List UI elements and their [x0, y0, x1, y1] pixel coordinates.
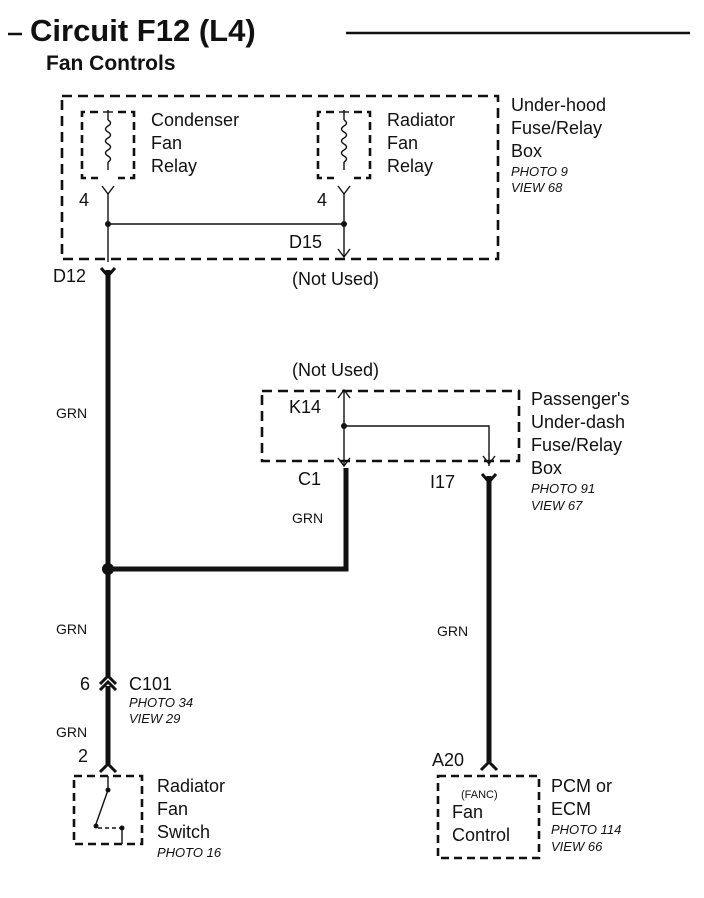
underhood-internal-wiring [105, 194, 351, 262]
wire-label-grn-2: GRN [292, 510, 323, 526]
condenser-relay-name-2: Fan [151, 133, 182, 153]
passenger-box-view: VIEW 67 [531, 498, 583, 513]
diagram-subtitle: Fan Controls [46, 52, 176, 75]
radiator-relay-name-3: Relay [387, 156, 433, 176]
fan-switch-name-2: Fan [157, 799, 188, 819]
condenser-relay-name-1: Condenser [151, 110, 239, 130]
radiator-relay-symbol [316, 110, 372, 180]
c101-photo: PHOTO 34 [129, 695, 193, 710]
condenser-relay-pin: 4 [79, 190, 89, 210]
terminal-d12: D12 [53, 266, 86, 286]
not-used-label-1: (Not Used) [292, 269, 379, 289]
c101-view: VIEW 29 [129, 711, 180, 726]
underhood-box-view: VIEW 68 [511, 180, 563, 195]
radiator-relay-name-2: Fan [387, 133, 418, 153]
pcm-inner-2: Control [452, 825, 510, 845]
wire-label-grn-4: GRN [56, 724, 87, 740]
passenger-box-photo: PHOTO 91 [531, 481, 595, 496]
fan-switch-pin: 2 [78, 746, 88, 766]
pcm-code: (FANC) [461, 789, 498, 801]
wire-splice-to-c1 [108, 468, 349, 572]
passenger-box-name-4: Box [531, 458, 562, 478]
underhood-box-outline [60, 94, 500, 261]
wire-label-grn-1: GRN [56, 405, 87, 421]
terminal-a20: A20 [432, 750, 464, 770]
radiator-relay-terminal [337, 185, 351, 196]
condenser-relay-symbol [80, 110, 136, 180]
a20-terminal-symbol [479, 759, 499, 772]
underhood-box-name-1: Under-hood [511, 95, 606, 115]
pcm-inner-1: Fan [452, 802, 483, 822]
wire-label-grn-5: GRN [437, 623, 468, 639]
fan-switch-name-3: Switch [157, 822, 210, 842]
pcm-outline [436, 774, 541, 860]
c101-name: C101 [129, 674, 172, 694]
diagram-title: Circuit F12 (L4) [30, 13, 256, 48]
fan-switch-contact-symbol [93, 776, 125, 844]
passenger-box-name-2: Under-dash [531, 412, 625, 432]
terminal-d15: D15 [289, 232, 322, 252]
underhood-box-photo: PHOTO 9 [511, 164, 568, 179]
radiator-relay-name-1: Radiator [387, 110, 455, 130]
pcm-photo: PHOTO 114 [551, 822, 621, 837]
pcm-view: VIEW 66 [551, 839, 603, 854]
c101-pin: 6 [80, 674, 90, 694]
c101-connector-symbol [98, 673, 118, 692]
terminal-i17: I17 [430, 472, 455, 492]
fan-switch-name-1: Radiator [157, 776, 225, 796]
passenger-box-name-3: Fuse/Relay [531, 435, 622, 455]
condenser-relay-terminal [101, 185, 115, 196]
underhood-box-name-2: Fuse/Relay [511, 118, 602, 138]
terminal-k14: K14 [289, 397, 321, 417]
condenser-relay-name-3: Relay [151, 156, 197, 176]
not-used-label-2: (Not Used) [292, 360, 379, 380]
terminal-c1: C1 [298, 469, 321, 489]
fan-switch-photo: PHOTO 16 [157, 845, 222, 860]
pcm-name-2: ECM [551, 799, 591, 819]
underhood-box-name-3: Box [511, 141, 542, 161]
passenger-box-outline [260, 389, 521, 463]
passenger-box-name-1: Passenger's [531, 389, 630, 409]
passenger-internal-wiring [337, 388, 496, 468]
radiator-relay-pin: 4 [317, 190, 327, 210]
fan-switch-terminal [98, 761, 118, 774]
wire-label-grn-3: GRN [56, 621, 87, 637]
pcm-name-1: PCM or [551, 776, 612, 796]
